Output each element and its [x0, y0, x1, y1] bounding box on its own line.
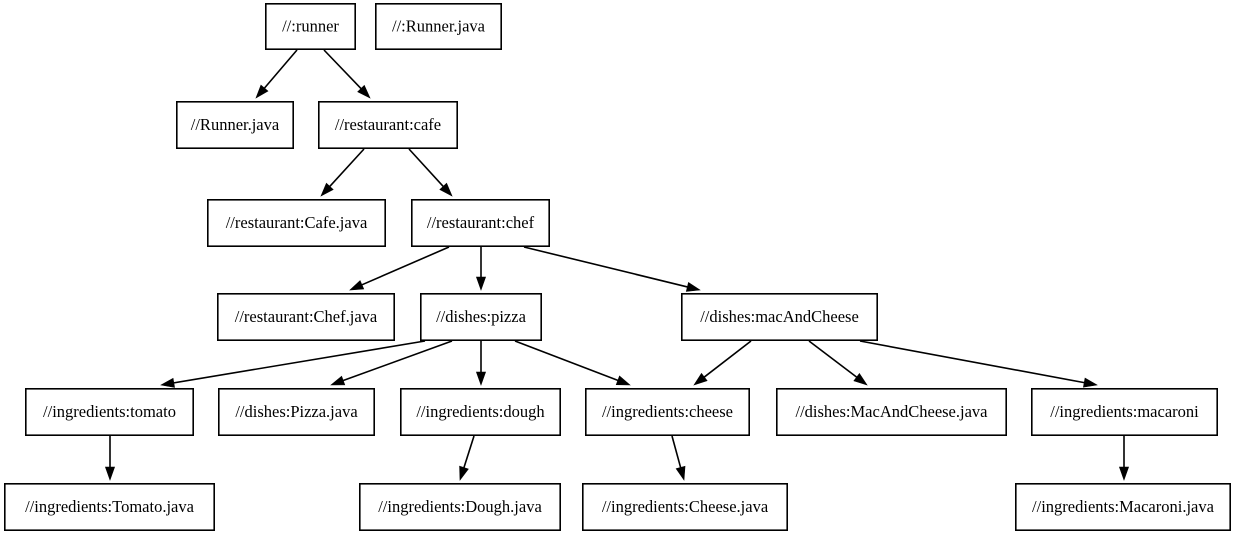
graph-node-dishes_pizza[interactable]: //dishes:pizza: [419, 292, 542, 341]
graph-node-dough_java[interactable]: //ingredients:Dough.java: [358, 482, 561, 531]
edge-restaurant_chef-to-dishes_pizza: [475, 247, 487, 291]
edge-ing_cheese-to-cheese_java: [671, 435, 686, 481]
edge-dishes_pizza-to-ing_tomato: [160, 340, 426, 388]
graph-node-label: //restaurant:Cafe.java: [226, 213, 368, 232]
graph-node-cafe_java[interactable]: //restaurant:Cafe.java: [207, 199, 386, 248]
edge-ing_tomato-to-tomato_java: [104, 436, 116, 481]
graph-node-ing_macaroni[interactable]: //ingredients:macaroni: [1031, 387, 1219, 436]
graph-node-label: //ingredients:macaroni: [1050, 402, 1199, 421]
edge-dishes_mac-to-ing_cheese: [693, 340, 752, 386]
edge-runner-to-restaurant_cafe: [323, 49, 371, 99]
graph-node-label: //dishes:macAndCheese: [700, 307, 859, 326]
graph-node-macaroni_java[interactable]: //ingredients:Macaroni.java: [1014, 482, 1231, 531]
graph-node-label: //Runner.java: [191, 115, 280, 134]
graph-node-label: //restaurant:Chef.java: [235, 307, 378, 326]
graph-node-label: //:Runner.java: [392, 16, 486, 35]
edge-dishes_mac-to-ing_macaroni: [859, 340, 1098, 388]
graph-node-label: //ingredients:Cheese.java: [602, 497, 769, 516]
nodes-layer: //:runner //:Runner.java //Runner.java //re…: [4, 2, 1231, 531]
edge-runner-to-runner_java: [255, 49, 298, 99]
graph-node-label: //dishes:pizza: [436, 307, 526, 326]
graph-node-ing_dough[interactable]: //ingredients:dough: [399, 387, 561, 436]
edges-layer: [104, 49, 1130, 481]
graph-node-chef_java[interactable]: //restaurant:Chef.java: [217, 292, 395, 341]
graph-node-runner_java[interactable]: //Runner.java: [176, 101, 295, 150]
graph-node-label: //ingredients:dough: [416, 402, 545, 421]
graph-node-restaurant_chef[interactable]: //restaurant:chef: [410, 199, 550, 248]
graph-node-label: //:runner: [282, 16, 339, 35]
edge-ing_macaroni-to-macaroni_java: [1118, 436, 1130, 481]
graph-node-tomato_java[interactable]: //ingredients:Tomato.java: [4, 482, 215, 531]
graph-node-dishes_mac[interactable]: //dishes:macAndCheese: [680, 292, 878, 341]
graph-node-label: //ingredients:cheese: [602, 402, 733, 421]
edge-restaurant_chef-to-dishes_mac: [523, 246, 701, 292]
graph-node-label: //dishes:Pizza.java: [235, 402, 358, 421]
edge-restaurant_cafe-to-restaurant_chef: [408, 148, 453, 197]
graph-node-label: //dishes:MacAndCheese.java: [796, 402, 989, 421]
graph-node-mac_java[interactable]: //dishes:MacAndCheese.java: [775, 387, 1007, 436]
graph-node-root_runner_java[interactable]: //:Runner.java: [374, 2, 502, 51]
edge-restaurant_cafe-to-cafe_java: [320, 148, 365, 197]
graph-node-label: //ingredients:Macaroni.java: [1032, 497, 1215, 516]
graph-node-ing_cheese[interactable]: //ingredients:cheese: [584, 387, 750, 436]
graph-node-cheese_java[interactable]: //ingredients:Cheese.java: [581, 482, 788, 531]
edge-restaurant_chef-to-chef_java: [349, 246, 450, 291]
edge-dishes_mac-to-mac_java: [808, 340, 868, 386]
graph-node-pizza_java[interactable]: //dishes:Pizza.java: [218, 387, 375, 436]
edge-dishes_pizza-to-pizza_java: [330, 340, 453, 386]
edge-ing_dough-to-dough_java: [459, 435, 475, 481]
graph-node-label: //restaurant:cafe: [335, 115, 441, 134]
graph-node-label: //ingredients:Tomato.java: [25, 497, 195, 516]
graph-node-runner[interactable]: //:runner: [264, 2, 356, 51]
edge-dishes_pizza-to-ing_cheese: [514, 340, 631, 386]
graph-node-label: //ingredients:Dough.java: [378, 497, 542, 516]
graph-node-label: //ingredients:tomato: [43, 402, 176, 421]
edge-dishes_pizza-to-ing_dough: [475, 341, 487, 386]
graph-node-label: //restaurant:chef: [427, 213, 535, 232]
graph-node-ing_tomato[interactable]: //ingredients:tomato: [24, 387, 194, 436]
graph-node-restaurant_cafe[interactable]: //restaurant:cafe: [317, 101, 458, 150]
